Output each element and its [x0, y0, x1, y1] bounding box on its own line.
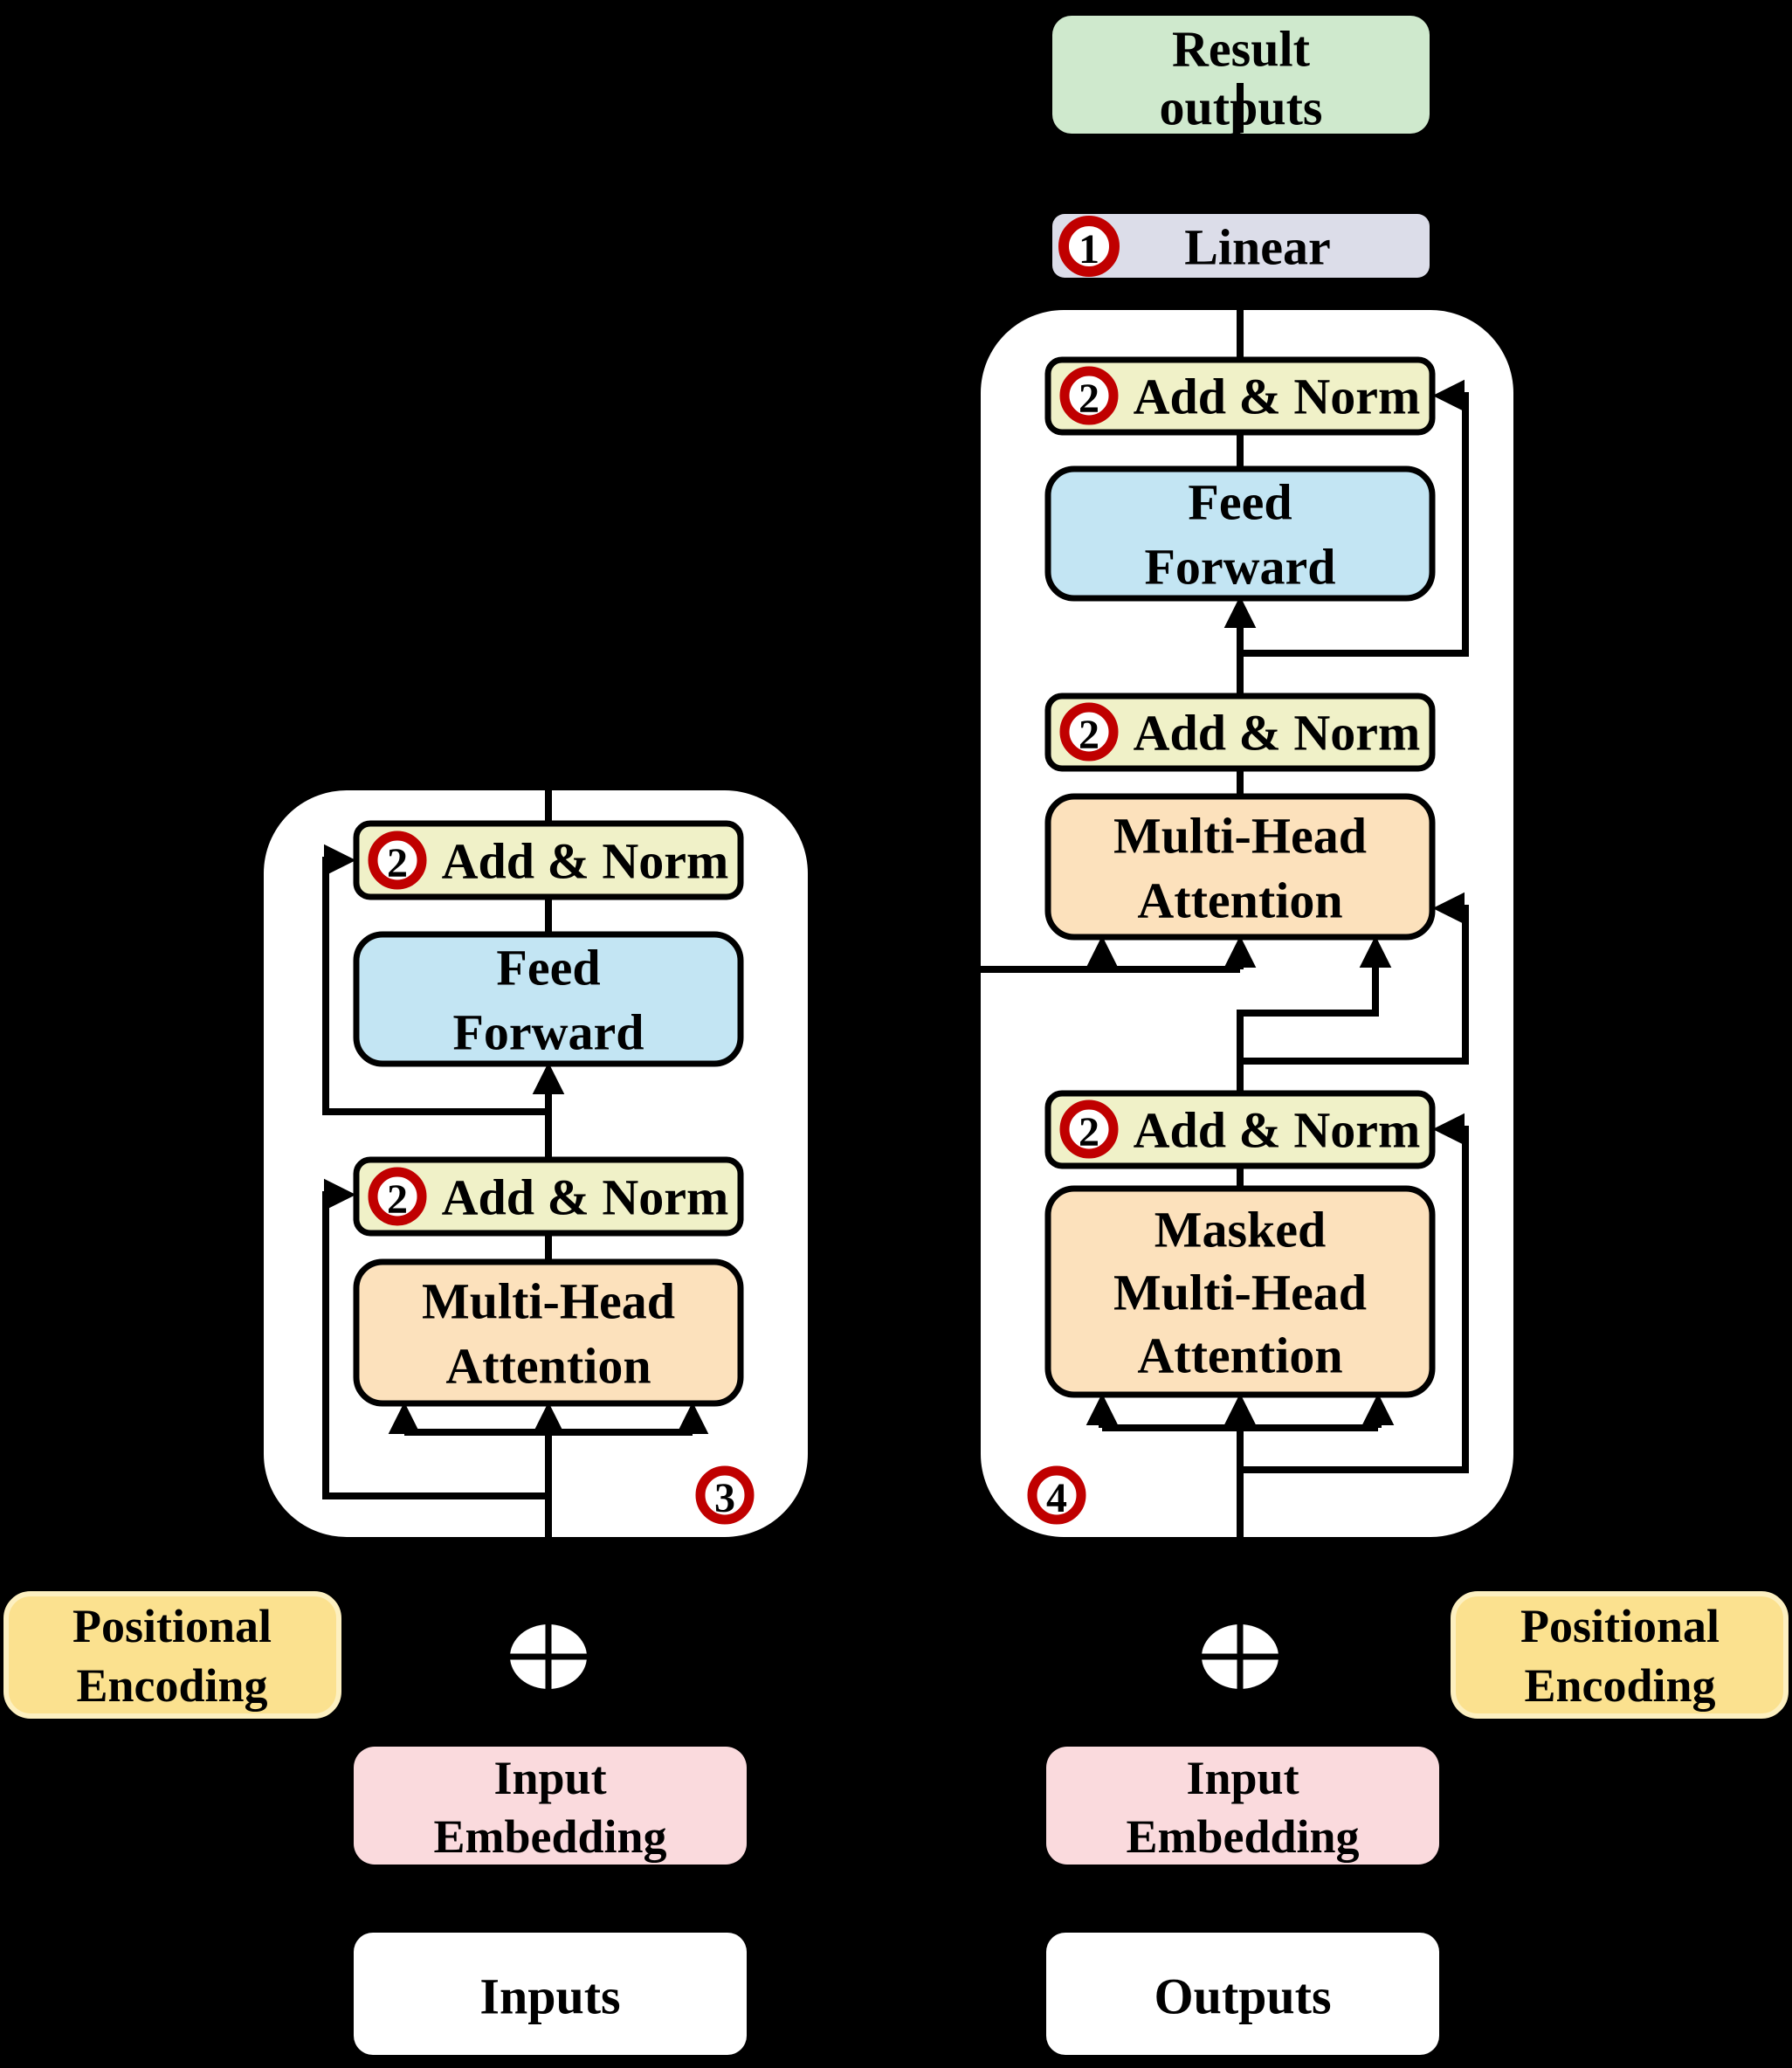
badge-2-icon [368, 1167, 427, 1226]
masked-multi-head-attention-box [1044, 1185, 1436, 1398]
decoder-multi-head-attention: Multi-Head Attention [1044, 793, 1436, 941]
add-norm-label: Add & Norm [1134, 1101, 1421, 1158]
decoder-add-norm-bottom: 2 Add & Norm [1044, 1090, 1436, 1169]
add-norm-label: Add & Norm [442, 1168, 729, 1225]
feed-forward-box [353, 931, 744, 1067]
plus-circle-right-icon [1202, 1624, 1279, 1689]
encoder-add-norm-bottom: 2 Add & Norm [353, 1156, 744, 1237]
decoder-add-norm-mid: 2 Add & Norm [1044, 693, 1436, 772]
badge-2-icon [1059, 702, 1119, 762]
badge-2-number: 2 [1079, 1109, 1099, 1155]
result-outputs-label-line1: Result [1172, 20, 1311, 77]
add-norm-label: Add & Norm [1134, 368, 1421, 424]
badge-2-icon [1059, 1099, 1119, 1159]
encoder-badge: 3 [695, 1465, 755, 1525]
outputs-label: Outputs [1154, 1968, 1331, 2024]
result-outputs: Result outputs [1052, 16, 1430, 135]
badge-4-icon [1027, 1465, 1086, 1525]
positional-label-line2: Encoding [76, 1659, 267, 1712]
multi-head-attention-box [1044, 793, 1436, 941]
multi-head-attention-box [353, 1258, 744, 1407]
embedding-label-line1: Input [1186, 1752, 1299, 1804]
decoder-flow-lines [981, 310, 1469, 1537]
add-norm-box [1044, 356, 1436, 436]
query-arrow [1237, 935, 1392, 1093]
encoder-feed-forward: Feed Forward [353, 931, 744, 1067]
encoder-multi-head-attention: Multi-Head Attention [353, 1258, 744, 1407]
residual-arrow [322, 844, 548, 1115]
badge-2-number: 2 [1079, 712, 1099, 758]
decoder-badge: 4 [1027, 1465, 1086, 1525]
add-norm-label: Add & Norm [442, 832, 729, 889]
masked-attention-label-line1: Masked [1154, 1201, 1327, 1258]
positional-label-line1: Positional [1520, 1600, 1720, 1652]
badge-2-icon [1059, 366, 1119, 425]
badge-2-number: 2 [387, 1176, 408, 1223]
add-norm-box [1044, 1090, 1436, 1169]
add-norm-box [353, 1156, 744, 1237]
linear-box [1052, 214, 1430, 278]
positional-encoding-right: Positional Encoding [1451, 1591, 1789, 1719]
inputs-box [354, 1933, 747, 2055]
residual-arrow [1240, 379, 1469, 657]
outputs-box [1046, 1933, 1439, 2055]
feed-forward-label-line1: Feed [496, 939, 600, 996]
positional-encoding-left-box [3, 1591, 341, 1719]
side-entry-arrow [1240, 892, 1469, 1065]
multi-head-attention-label-line2: Attention [1137, 872, 1342, 928]
input-embedding-left-box [354, 1747, 747, 1865]
badge-3-icon [695, 1465, 755, 1525]
badge-2-icon [368, 831, 427, 890]
badge-4-number: 4 [1046, 1475, 1067, 1521]
feed-forward-label-line2: Forward [452, 1003, 644, 1060]
linear-label: Linear [1184, 218, 1331, 275]
result-outputs-box [1052, 16, 1430, 134]
input-embedding-left: Input Embedding [354, 1747, 747, 1865]
feed-forward-label-line1: Feed [1188, 473, 1292, 530]
decoder-feed-forward: Feed Forward [1044, 465, 1436, 602]
encoder-flow-lines [322, 790, 709, 1537]
result-outputs-label-line2: outputs [1160, 79, 1323, 135]
multi-head-attention-label-line2: Attention [445, 1337, 651, 1394]
embedding-label-line1: Input [493, 1752, 606, 1804]
positional-encoding-left: Positional Encoding [3, 1591, 341, 1719]
inputs-label: Inputs [479, 1968, 620, 2024]
badge-1-icon [1058, 216, 1120, 277]
feed-forward-label-line2: Forward [1144, 538, 1335, 595]
residual-arrow [322, 1178, 548, 1499]
badge-1-number: 1 [1079, 226, 1099, 272]
masked-attention-label-line2: Multi-Head [1113, 1264, 1367, 1320]
outputs: Outputs [1046, 1933, 1439, 2055]
positional-encoding-right-box [1451, 1591, 1789, 1719]
add-norm-box [1044, 693, 1436, 772]
masked-attention-label-line3: Attention [1137, 1327, 1342, 1383]
add-norm-label: Add & Norm [1134, 704, 1421, 761]
embedding-label-line2: Embedding [1126, 1810, 1359, 1863]
encoder-add-norm-top: 2 Add & Norm [353, 820, 744, 900]
add-norm-box [353, 820, 744, 900]
residual-arrow [1240, 1113, 1469, 1473]
decoder-add-norm-top: 2 Add & Norm [1044, 356, 1436, 436]
embedding-label-line2: Embedding [433, 1810, 666, 1863]
badge-2-number: 2 [1079, 376, 1099, 422]
multi-head-attention-label-line1: Multi-Head [422, 1272, 675, 1329]
linear: 1 Linear [1052, 214, 1430, 278]
multi-head-attention-label-line1: Multi-Head [1113, 807, 1367, 864]
feed-forward-box [1044, 465, 1436, 602]
input-embedding-right-box [1046, 1747, 1439, 1865]
plus-circle-left-icon [510, 1624, 587, 1689]
inputs: Inputs [354, 1933, 747, 2055]
positional-label-line1: Positional [72, 1600, 272, 1652]
positional-label-line2: Encoding [1524, 1659, 1715, 1712]
badge-2-number: 2 [387, 840, 408, 886]
input-embedding-right: Input Embedding [1046, 1747, 1439, 1865]
badge-3-number: 3 [714, 1475, 735, 1521]
masked-multi-head-attention: Masked Multi-Head Attention [1044, 1185, 1436, 1398]
